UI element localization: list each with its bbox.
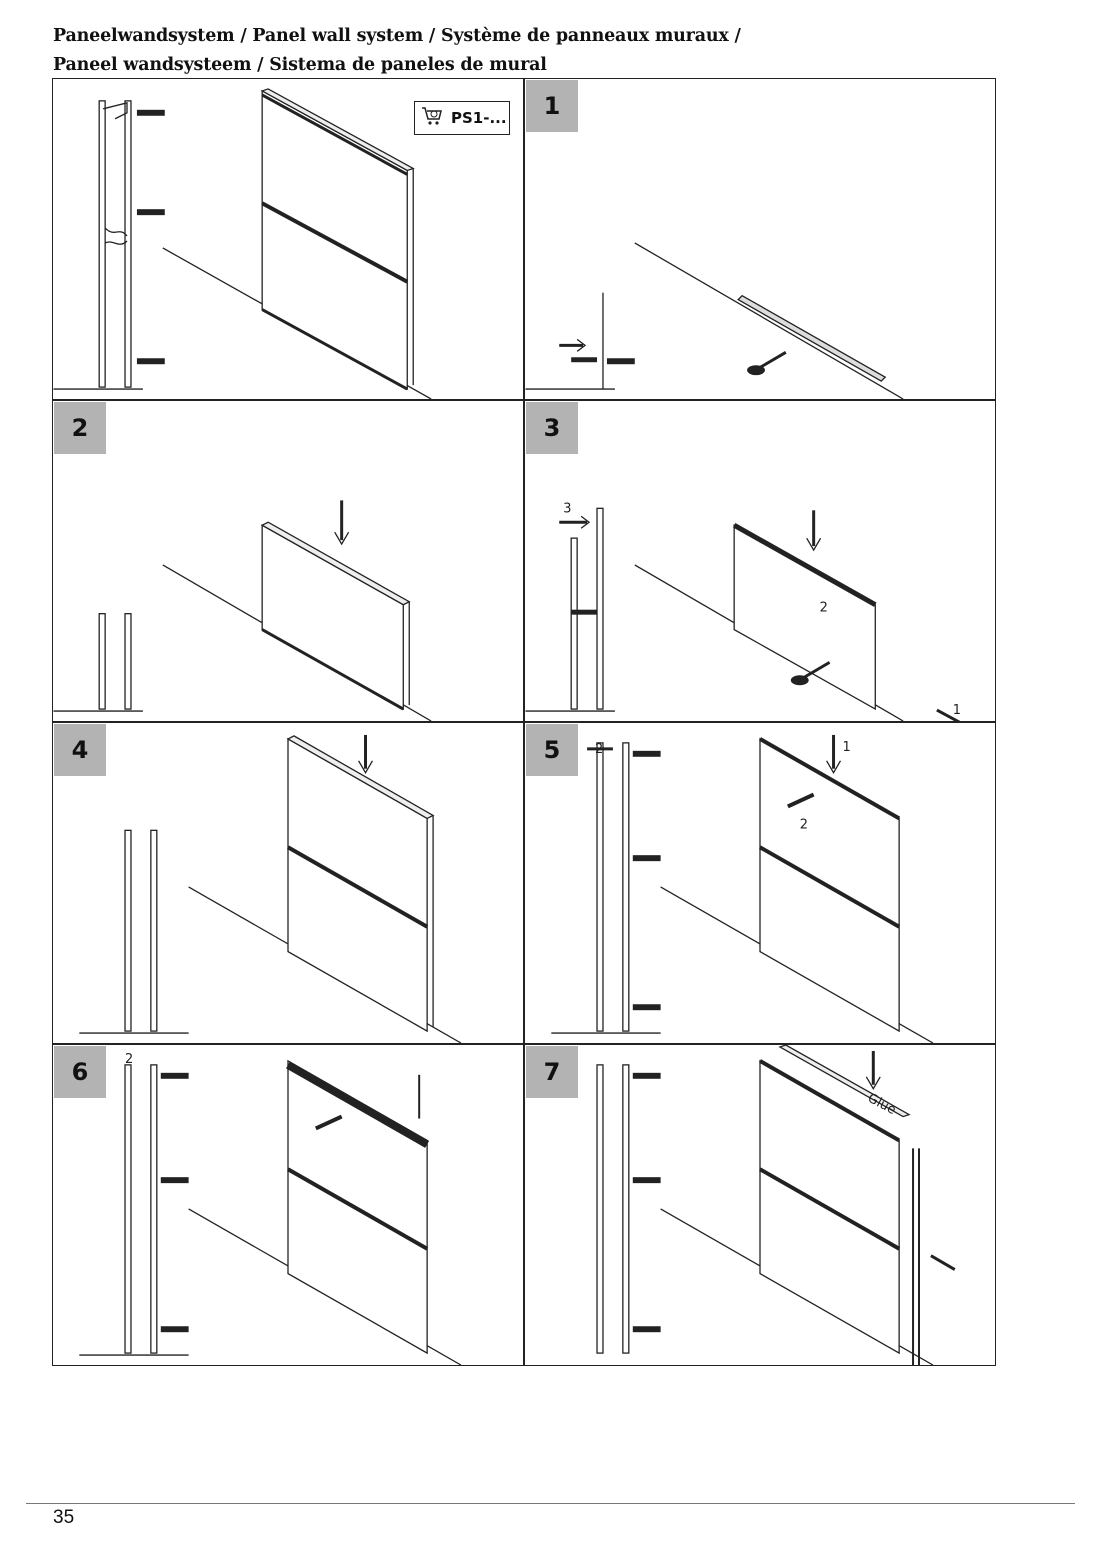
step-5-drawing: 2 1 2 [551,734,934,1043]
step-6-label-a: 2 [125,1052,133,1067]
step-number: 3 [526,402,578,454]
overview-panel: PS1-... [52,78,524,400]
step-panel-2: 2 [52,400,524,722]
shopping-cart-icon [421,106,443,131]
step-number: 1 [526,80,578,132]
step-number: 5 [526,724,578,776]
step-1-drawing [525,242,904,399]
step-number: 4 [54,724,106,776]
step-panel-6: 6 2 1 [52,1044,524,1366]
step-panel-1: 1 [524,78,996,400]
step-number: 6 [54,1046,106,1098]
step-4-drawing [79,734,462,1043]
step-3-label-b: 2 [820,601,828,616]
step-3-label-c: 1 [953,703,961,718]
instruction-grid: PS1-... 1 [52,78,996,1367]
step-3-drawing: 3 2 1 [525,501,961,721]
step-number: 2 [54,402,106,454]
step-7-drawing: Glue [596,1045,956,1365]
step-number: 7 [526,1046,578,1098]
step-2-drawing [53,500,432,721]
step-panel-5: 5 2 1 2 [524,722,996,1044]
step-panel-3: 3 3 2 1 [524,400,996,722]
step-6-drawing: 2 1 [79,1052,462,1365]
page-title-line-2: Paneel wandsysteem / Sistema de paneles … [53,55,547,75]
footer-divider [26,1503,1075,1504]
step-5-label-b: 1 [842,740,850,755]
step-7-glue-label: Glue [865,1091,898,1118]
article-code: PS1-... [451,109,507,127]
step-3-label-a: 3 [563,501,571,516]
step-5-label-c: 2 [800,817,808,832]
overview-drawing [53,88,432,399]
article-badge: PS1-... [414,101,510,135]
step-panel-4: 4 [52,722,524,1044]
page-number: 35 [53,1507,75,1528]
page-title-line-1: Paneelwandsystem / Panel wall system / S… [53,26,741,46]
step-5-label-a: 2 [595,742,603,757]
step-panel-7: 7 Glue [524,1044,996,1366]
